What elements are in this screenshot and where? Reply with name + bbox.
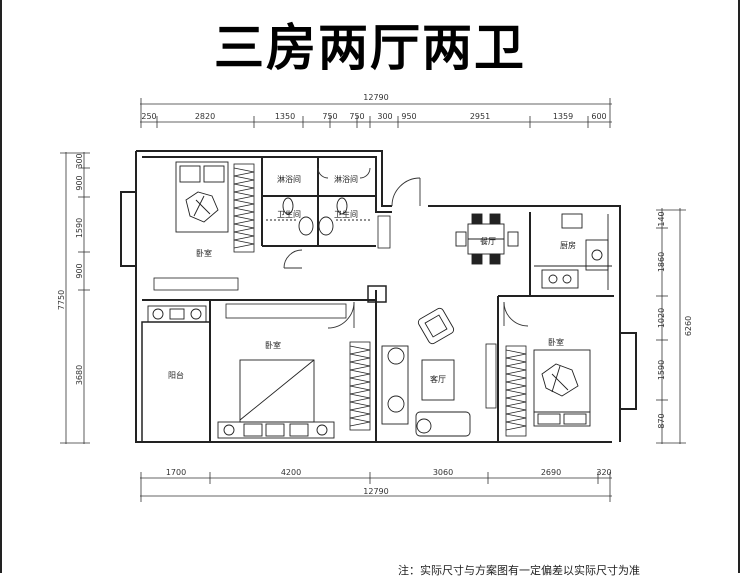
kitchen-fixtures: [534, 213, 612, 290]
doors: [283, 167, 529, 329]
wardrobes: [153, 163, 527, 437]
dim-bottom-3: 2690: [541, 468, 561, 477]
room-label-living: 客厅: [430, 374, 446, 384]
page-title: 三房两厅两卫: [214, 19, 526, 77]
room-label-balcony: 阳台: [168, 370, 184, 380]
dim-top-8: 1359: [553, 112, 573, 121]
dim-left-3: 900: [75, 263, 84, 278]
bathroom-fixtures: [266, 197, 372, 236]
dim-top-2: 1350: [275, 112, 295, 121]
dim-right-1: 1860: [657, 252, 666, 272]
dim-top-total: 12790: [363, 93, 388, 102]
dim-bottom-2: 3060: [433, 468, 453, 477]
dim-left-total: 7750: [57, 290, 66, 310]
dimension-lines: [60, 98, 686, 502]
room-label-bath-1: 卫生间: [277, 209, 301, 219]
dim-top-0: 250: [141, 112, 156, 121]
room-label-bedroom-top: 卧室: [196, 248, 212, 258]
dim-top-6: 950: [401, 112, 416, 121]
dim-left-0: 300: [75, 153, 84, 168]
dim-top-7: 2951: [470, 112, 490, 121]
dim-left-4: 3680: [75, 365, 84, 385]
dim-bottom-total: 12790: [363, 487, 388, 496]
dim-top-3: 750: [322, 112, 337, 121]
dim-right-2: 1020: [657, 308, 666, 328]
dim-right-3: 1590: [657, 360, 666, 380]
room-label-kitchen: 厨房: [560, 240, 576, 250]
dim-right-0: 140: [657, 211, 666, 226]
dim-right-4: 870: [657, 413, 666, 428]
room-label-shower-1: 淋浴间: [277, 174, 301, 184]
footnote: 注：实际尺寸与方案图有一定偏差以实际尺寸为准: [398, 564, 640, 577]
room-label-bedroom-master: 卧室: [265, 340, 281, 350]
dim-right-total: 6260: [684, 316, 693, 336]
dim-bottom-0: 1700: [166, 468, 186, 477]
washer: [147, 305, 207, 323]
room-label-dining: 餐厅: [480, 237, 496, 246]
room-label-bedroom-right: 卧室: [548, 337, 564, 347]
room-label-bath-2: 卫生间: [334, 209, 358, 219]
dim-top-4: 750: [349, 112, 364, 121]
room-label-shower-2: 淋浴间: [334, 174, 358, 184]
dim-left-1: 900: [75, 175, 84, 190]
walls: [120, 150, 637, 443]
beds: [175, 161, 591, 439]
dim-top-5: 300: [377, 112, 392, 121]
dim-bottom-1: 4200: [281, 468, 301, 477]
dim-top-1: 2820: [195, 112, 215, 121]
dim-bottom-4: 320: [596, 468, 611, 477]
dim-top-9: 600: [591, 112, 606, 121]
dining-set: [455, 213, 519, 265]
living-furniture: [381, 307, 471, 437]
dim-left-2: 1590: [75, 218, 84, 238]
